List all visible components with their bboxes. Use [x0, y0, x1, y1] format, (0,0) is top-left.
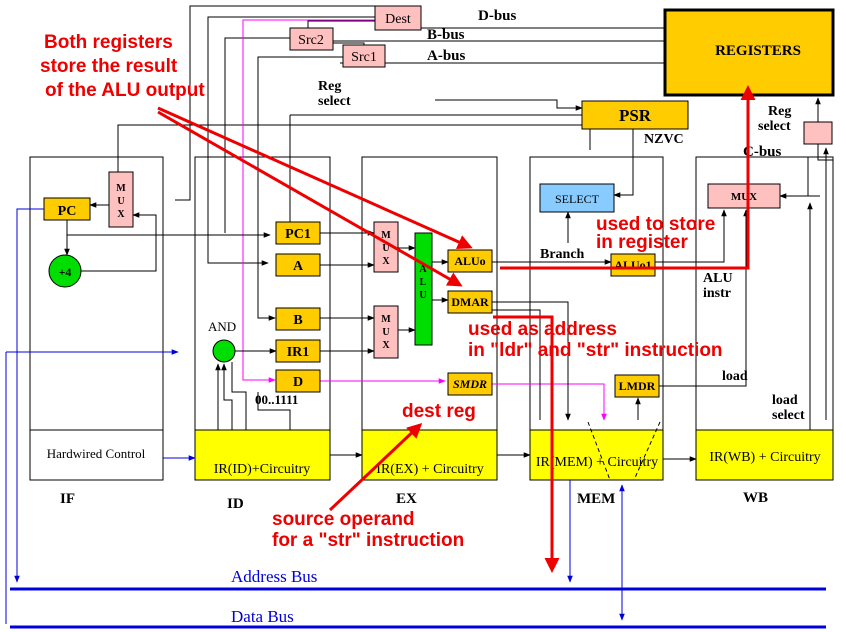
b-register: B: [275, 307, 321, 331]
wb-mux: MUX: [707, 183, 781, 209]
ir-mem-label: IR(MEM) + Circuitry: [536, 455, 658, 470]
hardwired-control: Hardwired Control: [47, 446, 146, 461]
psr-label: PSR: [619, 106, 652, 125]
reg-select-box: [803, 121, 833, 145]
src1-label: Src1: [351, 50, 377, 65]
plus4-label: +4: [59, 265, 72, 279]
a-bus-label: A-bus: [427, 48, 466, 64]
registers-block: REGISTERS: [663, 8, 835, 97]
ir-wb-label: IR(WB) + Circuitry: [709, 450, 820, 465]
stage-id-label: ID: [227, 496, 244, 512]
a-register: A: [275, 253, 321, 277]
plus4-adder: +4: [48, 254, 82, 288]
annotation-used-as-address: used as address in "ldr" and "str" instr…: [468, 319, 723, 361]
ir1-label: IR1: [287, 345, 310, 360]
annotation-store-in-register: used to store in register: [596, 214, 721, 253]
dest-box: Dest: [374, 5, 422, 31]
dmar-label: DMAR: [451, 295, 489, 309]
data-bus-label: Data Bus: [231, 607, 294, 626]
d-bus-label: D-bus: [478, 8, 517, 24]
annotation-source-operand: source operand for a "str" instruction: [272, 509, 464, 551]
b-bus-label: B-bus: [427, 27, 465, 43]
svg-text:MUX: MUX: [381, 230, 391, 267]
ir-mem-block: IR(MEM) + Circuitry: [529, 429, 664, 481]
dmar-register: DMAR: [447, 290, 493, 314]
d-register: D: [275, 369, 321, 393]
reg-select-wb-label: Reg select: [758, 104, 795, 134]
dest-register-path: [242, 19, 607, 421]
lmdr-label: LMDR: [619, 379, 656, 393]
src2-box: Src2: [289, 27, 334, 51]
load-select-label: load select: [772, 393, 805, 423]
src2-label: Src2: [298, 33, 324, 48]
smdr-register: SMDR: [447, 372, 493, 396]
constant-label: 00..1111: [255, 392, 298, 407]
and-gate: [212, 339, 236, 363]
stage-if-label: IF: [60, 491, 75, 507]
c-bus-label: C-bus: [743, 144, 782, 160]
annotation-dest-reg: dest reg: [402, 401, 476, 422]
ir-id-block: IR(ID)+Circuitry: [194, 429, 331, 481]
aluo1-label: ALUo1: [614, 258, 651, 272]
load-label: load: [722, 369, 748, 384]
b-label: B: [293, 313, 302, 328]
pc-label: PC: [58, 204, 77, 219]
ir-wb-block: IR(WB) + Circuitry: [695, 429, 834, 481]
data-bus: Data Bus: [10, 607, 826, 629]
stage-ex-label: EX: [396, 491, 417, 507]
address-bus-label: Address Bus: [231, 567, 317, 586]
psr-block: PSR: [581, 100, 689, 130]
branch-label: Branch: [540, 247, 585, 262]
aluo1-register: ALUo1: [610, 253, 656, 277]
ir-id-label: IR(ID)+Circuitry: [214, 462, 311, 477]
lmdr-register: LMDR: [614, 374, 660, 398]
d-label: D: [293, 375, 303, 390]
address-bus: Address Bus: [10, 567, 826, 591]
pc1-label: PC1: [285, 227, 311, 242]
hardwired-label: Hardwired Control: [47, 446, 146, 461]
nzvc-label: NZVC: [644, 132, 684, 147]
a-label: A: [293, 259, 304, 274]
annotation-arrows: [157, 85, 756, 573]
wb-mux-label: MUX: [731, 191, 757, 203]
alu-instr-label: ALU instr: [703, 271, 736, 301]
ir-ex-label: IR(EX) + Circuitry: [376, 462, 483, 477]
registers-label: REGISTERS: [715, 43, 801, 59]
if-stage-frame: [29, 156, 164, 481]
svg-text:MUX: MUX: [381, 314, 391, 351]
dest-label: Dest: [385, 12, 411, 27]
aluo-label: ALUo: [454, 254, 485, 268]
reg-select-label: Reg select: [318, 79, 351, 109]
smdr-label: SMDR: [453, 377, 487, 391]
and-label: AND: [208, 319, 236, 334]
stage-mem-label: MEM: [577, 491, 615, 507]
src1-box: Src1: [342, 44, 386, 68]
pc1-register: PC1: [275, 221, 321, 245]
aluo-register: ALUo: [447, 249, 493, 273]
pc-register: PC: [43, 197, 91, 221]
select-label: SELECT: [555, 192, 600, 206]
annotation-both-registers: Both registers store the result of the A…: [40, 32, 205, 101]
select-block: SELECT: [539, 183, 615, 213]
stage-wb-label: WB: [743, 490, 768, 506]
ir1-register: IR1: [275, 339, 321, 363]
ir-ex-block: IR(EX) + Circuitry: [361, 429, 498, 481]
